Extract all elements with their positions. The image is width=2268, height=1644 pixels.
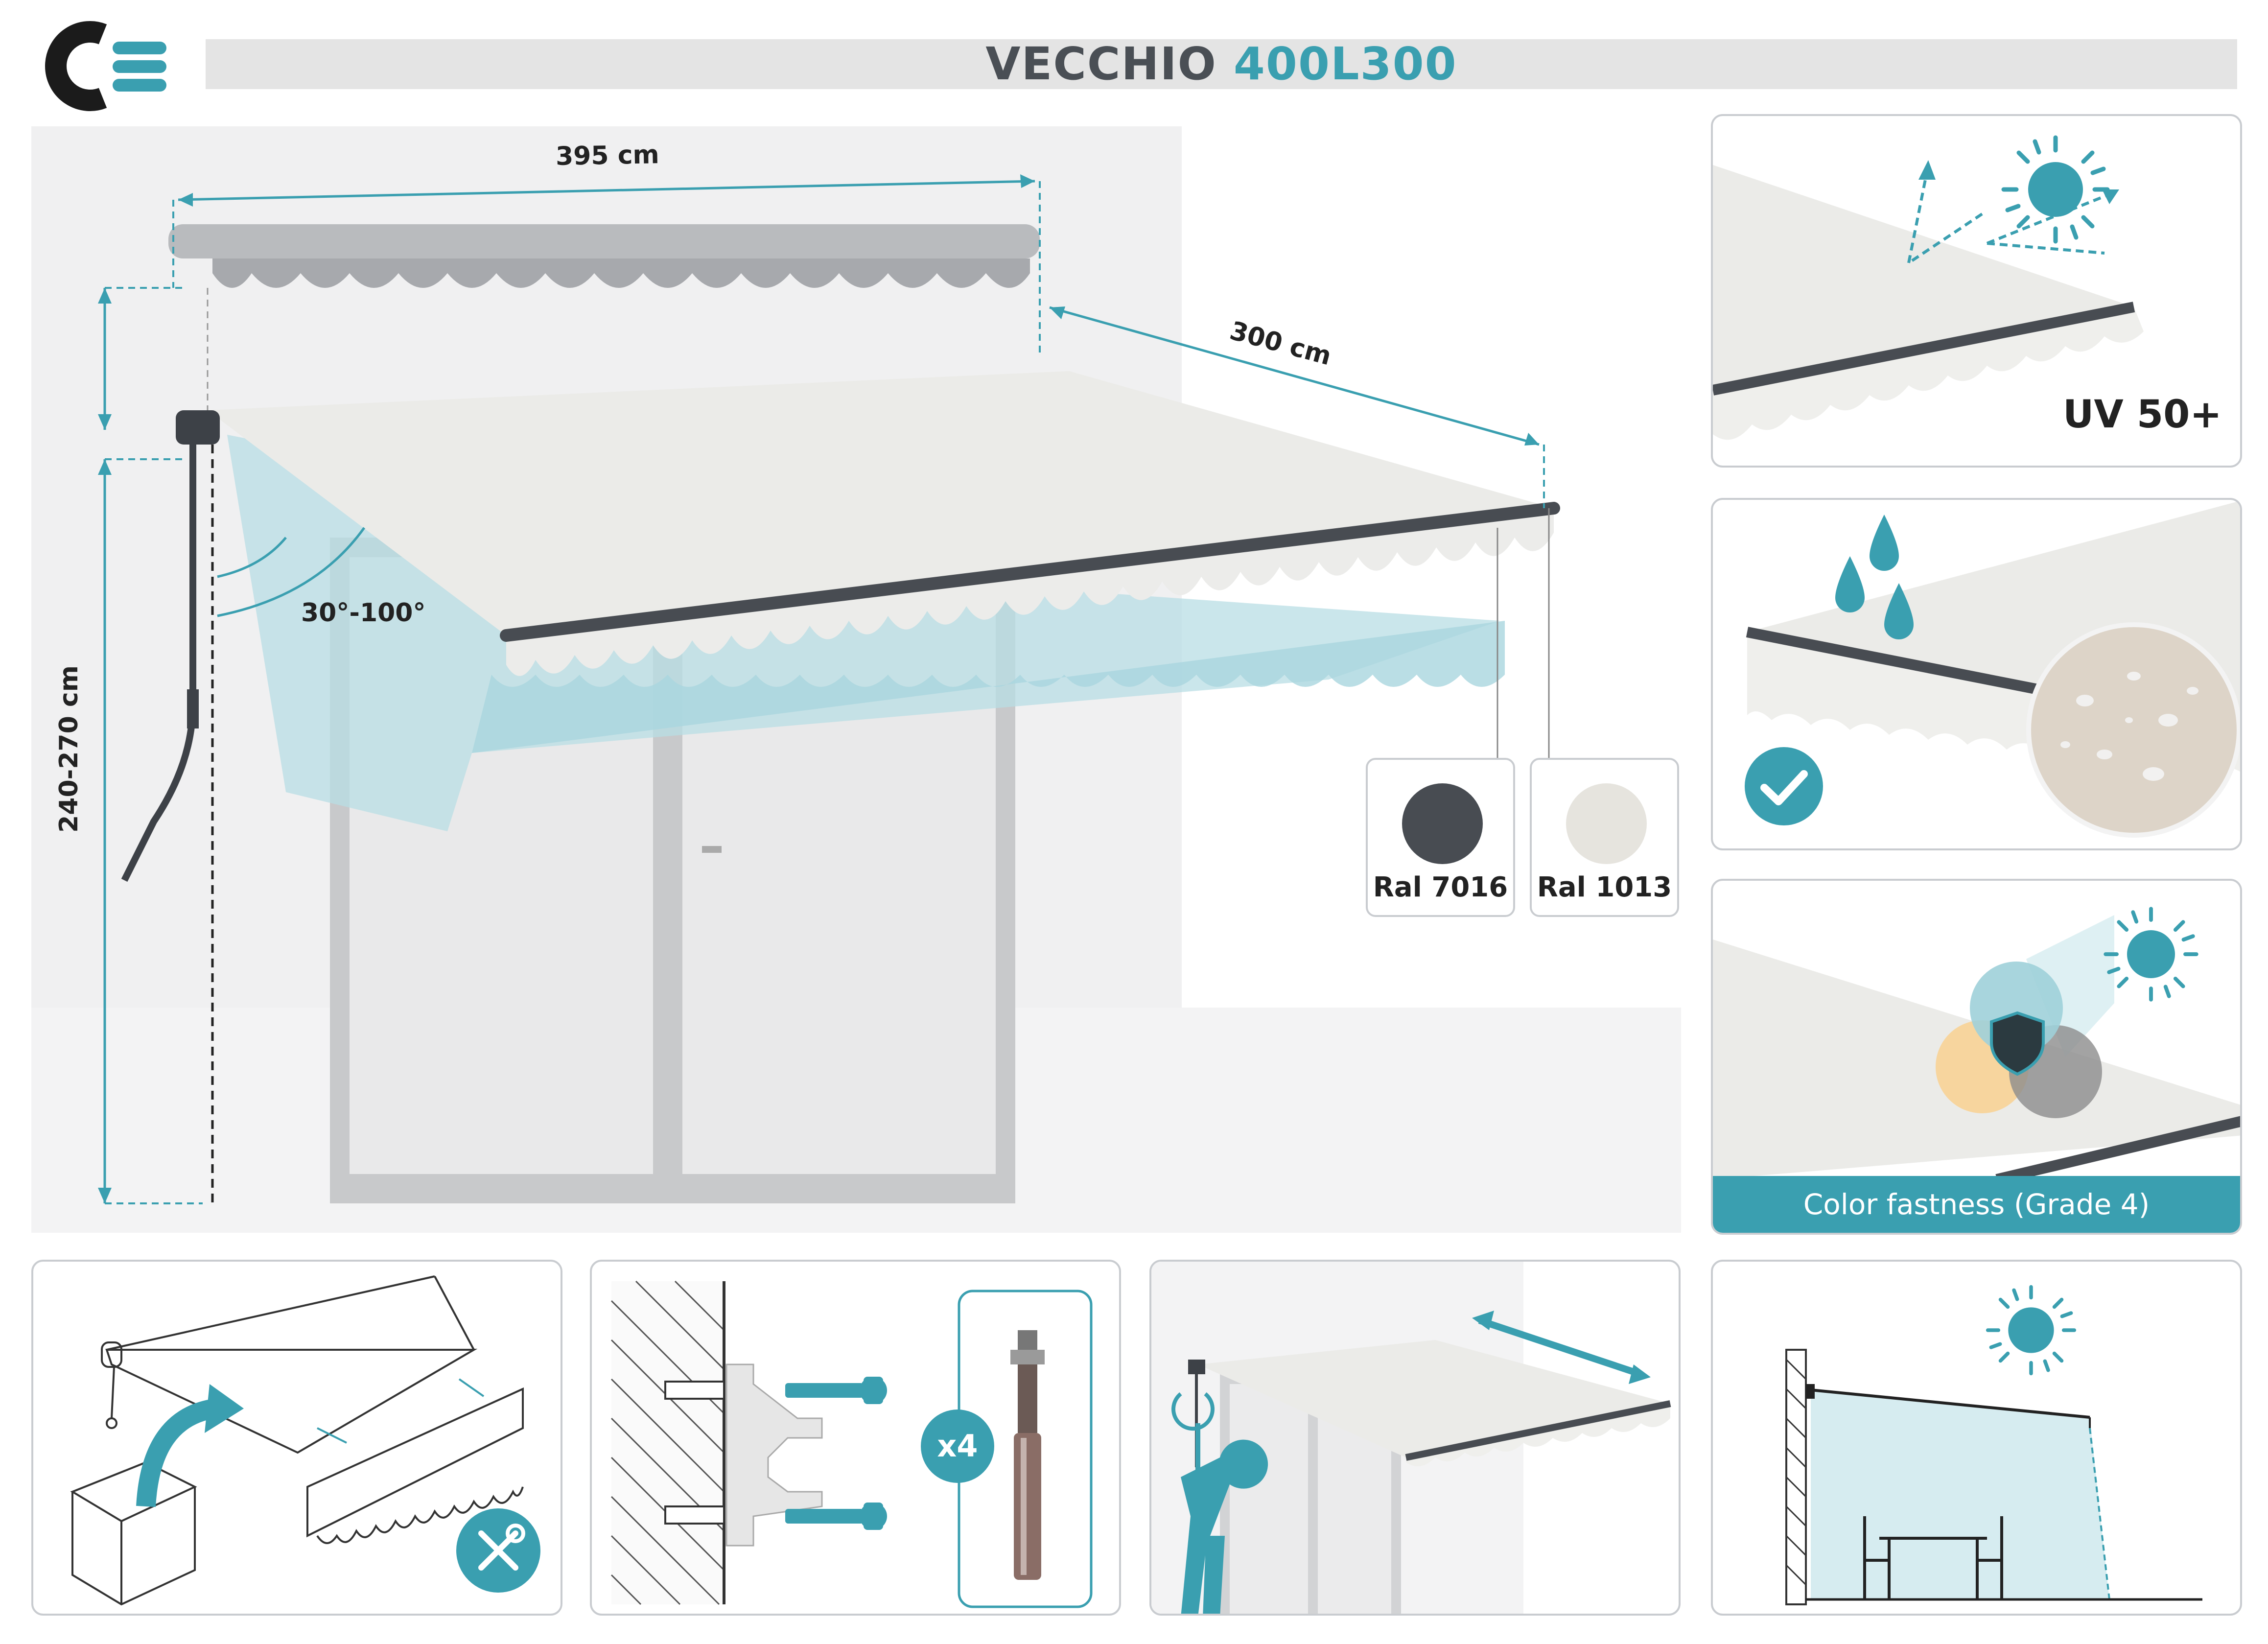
color-dot-dark bbox=[1402, 783, 1483, 864]
product-title: VECCHIO 400L300 bbox=[206, 39, 2237, 89]
angle-dimension-label: 30°-100° bbox=[301, 598, 426, 628]
quantity-label: x4 bbox=[937, 1428, 978, 1464]
swatch-ral-7016: Ral 7016 bbox=[1366, 758, 1515, 917]
uv-protection-card: UV 50+ bbox=[1711, 114, 2242, 468]
color-fastness-card: Color fastness (Grade 4) bbox=[1711, 879, 2242, 1235]
assembly-card bbox=[31, 1260, 562, 1616]
product-name: VECCHIO bbox=[985, 38, 1217, 90]
sun-icon bbox=[2104, 907, 2198, 1002]
swatch-ral-1013: Ral 1013 bbox=[1530, 758, 1679, 917]
check-icon bbox=[1745, 747, 1823, 825]
height-dimension-label: 240-270 cm bbox=[54, 665, 84, 833]
shade-diagram-card bbox=[1711, 1260, 2242, 1616]
sun-icon bbox=[2001, 135, 2110, 244]
brand-logo bbox=[29, 20, 176, 113]
waterproof-card bbox=[1711, 498, 2242, 850]
color-fastness-label: Color fastness (Grade 4) bbox=[1713, 1176, 2240, 1233]
crank-operation-card bbox=[1149, 1260, 1681, 1616]
wall-mount-card: x4 bbox=[590, 1260, 1121, 1616]
uv-rating-label: UV 50+ bbox=[2063, 393, 2222, 437]
swatch-label: Ral 1013 bbox=[1537, 871, 1672, 903]
quantity-badge: x4 bbox=[921, 1409, 994, 1483]
sun-icon bbox=[1986, 1285, 2077, 1376]
product-model: 400L300 bbox=[1233, 38, 1457, 90]
tools-icon bbox=[456, 1508, 540, 1593]
width-dimension-label: 395 cm bbox=[555, 140, 660, 171]
color-dot-light bbox=[1566, 783, 1647, 864]
title-bar: VECCHIO 400L300 bbox=[206, 39, 2237, 89]
swatch-label: Ral 7016 bbox=[1373, 871, 1508, 903]
main-illustration bbox=[31, 126, 1681, 1233]
